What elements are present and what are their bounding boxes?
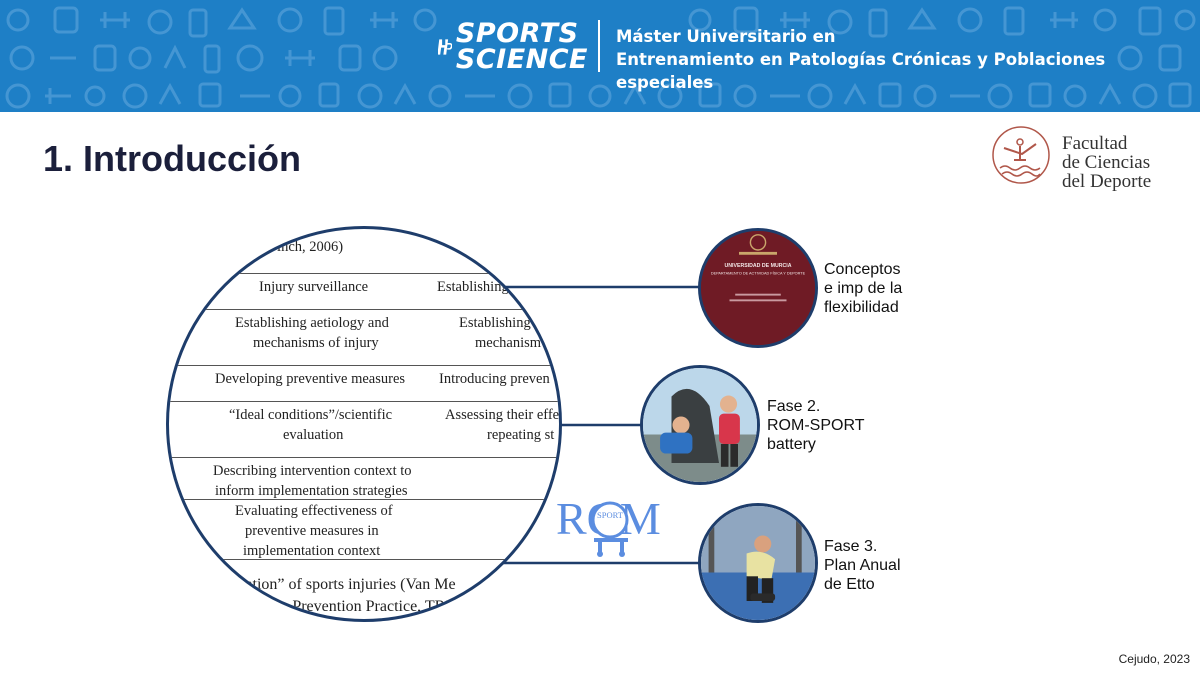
stretching-test-image <box>643 368 757 482</box>
logo-line-sports: SPORTS <box>455 18 579 49</box>
table-cell: Assessing their effe <box>445 407 560 423</box>
table-row-divider <box>169 273 559 274</box>
table-cell: Establishing <box>459 315 531 331</box>
program-line-2: Entrenamiento en Patologías Crónicas y P… <box>616 50 1106 92</box>
table-caption: r Prevention Practice, TRIPF <box>283 598 469 615</box>
table-cell: Establishing <box>437 279 509 295</box>
item-label-line: Conceptos <box>824 261 901 278</box>
rom-sport-logo: ROM SPORT <box>556 493 661 557</box>
item-label-concepts: Conceptos e imp de la flexibilidad <box>824 260 902 317</box>
table-cell: evaluation <box>283 427 344 443</box>
faculty-line-1: Facultad <box>1062 133 1128 154</box>
table-row-divider <box>169 559 559 560</box>
table-cell: preventive measures in <box>245 523 379 539</box>
item-label-line: Plan Anual <box>824 557 901 574</box>
table-cell: inform implementation strategies <box>215 483 408 499</box>
slide-title: 1. Introducción <box>43 138 302 179</box>
program-line-1: Máster Universitario en <box>616 27 836 46</box>
table-cell: Developing preventive measures <box>215 371 406 387</box>
table-cell: implementation context <box>243 543 381 559</box>
faculty-line-2: de Ciencias <box>1062 152 1151 173</box>
table-row-divider <box>169 499 559 500</box>
program-name: Máster Universitario en Entrenamiento en… <box>616 25 1200 94</box>
item-label-line: Fase 3. <box>824 538 878 555</box>
item-label-fase3: Fase 3. Plan Anual de Etto <box>824 537 901 594</box>
magnified-table-excerpt: P (Finch, 2006) Injury surveillance Esta… <box>166 226 562 622</box>
table-cell: Describing intervention context to <box>213 463 412 479</box>
logo-line-science: SCIENCE <box>455 44 588 75</box>
table-row-divider <box>169 401 559 402</box>
prevention-model-table: P (Finch, 2006) Injury surveillance Esta… <box>169 229 560 619</box>
thesis-cover-image: UNIVERSIDAD DE MURCIA DEPARTAMENTO DE AC… <box>701 231 815 345</box>
rom-logo-subtext: SPORT <box>597 510 624 520</box>
table-cell: mechanism <box>475 335 542 351</box>
sports-science-logo: SPORTS SCIENCE <box>438 16 588 78</box>
citation-credit: Cejudo, 2023 <box>1118 652 1190 666</box>
item-label-line: ROM-SPORT <box>767 417 865 434</box>
table-row-divider <box>169 365 559 366</box>
table-cell: Injury surveillance <box>259 279 369 295</box>
item-label-fase2: Fase 2. ROM-SPORT battery <box>767 397 864 454</box>
hp-logo-icon <box>438 39 452 55</box>
thesis-cover-photo: UNIVERSIDAD DE MURCIA DEPARTAMENTO DE AC… <box>698 228 818 348</box>
table-row-divider <box>169 309 559 310</box>
item-label-line: e imp de la <box>824 280 903 297</box>
rom-sport-battery-photo <box>640 365 760 485</box>
faculty-emblem-icon <box>992 126 1050 184</box>
cover-department: DEPARTAMENTO DE ACTIVIDAD FÍSICA Y DEPOR… <box>711 272 806 276</box>
header-banner: SPORTS SCIENCE Máster Universitario en E… <box>0 0 1200 112</box>
faculty-line-3: del Deporte <box>1062 171 1152 192</box>
item-label-line: Fase 2. <box>767 398 821 415</box>
table-cell: Introducing preven <box>439 371 550 387</box>
plan-anual-photo <box>698 503 818 623</box>
header-divider <box>598 20 600 72</box>
table-header-fragment: P (Finch, 2006) <box>253 239 344 255</box>
table-cell: Establishing aetiology and <box>235 315 389 331</box>
faculty-logo: Facultad de Ciencias del Deporte <box>990 124 1180 194</box>
item-label-line: battery <box>767 436 816 453</box>
item-label-line: de Etto <box>824 576 875 593</box>
table-cell: repeating st <box>487 427 555 443</box>
table-row-divider <box>169 457 559 458</box>
sports-icon-pattern <box>5 6 1196 109</box>
cover-university: UNIVERSIDAD DE MURCIA <box>725 263 792 269</box>
table-cell: mechanisms of injury <box>253 335 379 351</box>
table-cell: Evaluating effectiveness of <box>235 503 393 519</box>
gym-exercise-image <box>701 506 815 620</box>
table-caption: revention” of sports injuries (Van Me <box>217 576 456 593</box>
item-label-line: flexibilidad <box>824 299 899 316</box>
table-cell: “Ideal conditions”/scientific <box>229 407 393 423</box>
